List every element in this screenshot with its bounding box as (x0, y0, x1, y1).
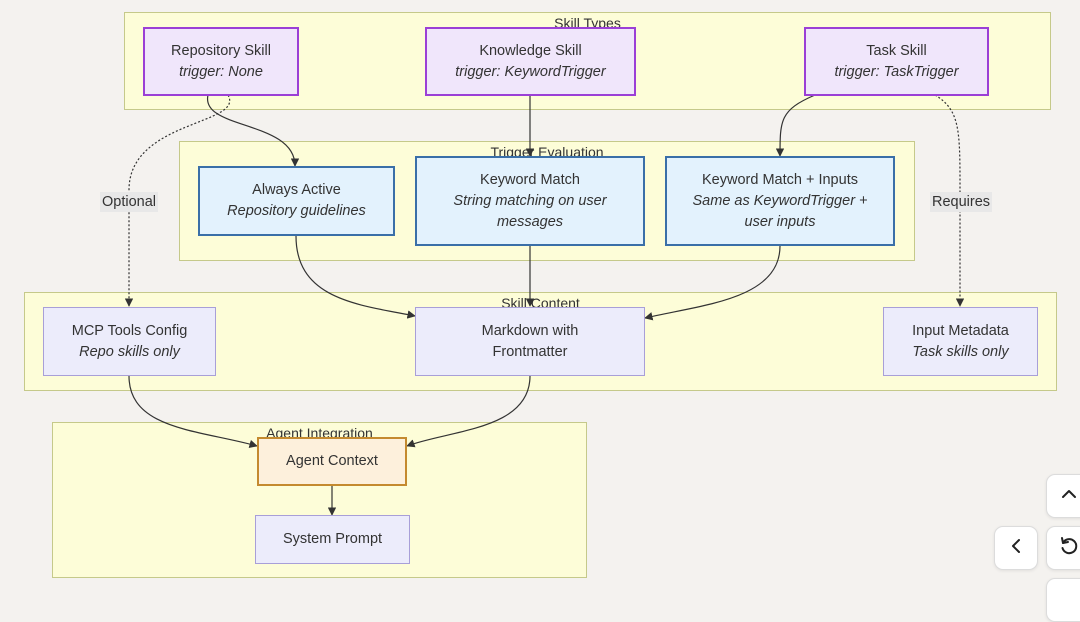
node-input-metadata: Input Metadata Task skills only (883, 307, 1038, 376)
node-always-active: Always Active Repository guidelines (198, 166, 395, 236)
node-title: Agent Context (286, 453, 378, 469)
node-subtitle: Task skills only (912, 343, 1009, 360)
edge-label-requires: Requires (930, 192, 993, 212)
node-subtitle: trigger: KeywordTrigger (455, 63, 606, 80)
scroll-down-button[interactable] (1046, 578, 1080, 622)
node-mcp-tools-config: MCP Tools Config Repo skills only (43, 307, 216, 376)
chevron-up-icon (1059, 484, 1079, 509)
node-repository-skill: Repository Skill trigger: None (143, 27, 299, 96)
node-subtitle: String matching on user messages (453, 192, 607, 230)
node-markdown-frontmatter: Markdown with Frontmatter (415, 307, 645, 376)
reset-view-button[interactable] (1046, 526, 1080, 570)
node-knowledge-skill: Knowledge Skill trigger: KeywordTrigger (425, 27, 636, 96)
reset-icon (1058, 535, 1080, 562)
node-task-skill: Task Skill trigger: TaskTrigger (804, 27, 989, 96)
chevron-left-icon (1006, 536, 1026, 561)
scroll-up-button[interactable] (1046, 474, 1080, 518)
node-keyword-match-inputs: Keyword Match + Inputs Same as KeywordTr… (665, 156, 895, 246)
node-title: Keyword Match + Inputs (702, 171, 858, 188)
node-subtitle: Repo skills only (79, 343, 180, 360)
node-subtitle: trigger: None (179, 63, 263, 80)
node-title: System Prompt (282, 531, 383, 547)
node-keyword-match: Keyword Match String matching on user me… (415, 156, 645, 246)
node-title: Always Active (252, 182, 341, 198)
node-system-prompt: System Prompt (255, 515, 410, 564)
node-title: Markdown with Frontmatter (481, 322, 579, 360)
node-subtitle: trigger: TaskTrigger (834, 63, 959, 80)
node-title: Task Skill (866, 42, 927, 59)
node-title: Repository Skill (171, 42, 271, 59)
node-title: MCP Tools Config (71, 322, 188, 339)
node-subtitle: Repository guidelines (227, 203, 366, 219)
node-agent-context: Agent Context (257, 437, 407, 486)
node-title: Knowledge Skill (479, 42, 582, 59)
back-button[interactable] (994, 526, 1038, 570)
node-subtitle: Same as KeywordTrigger + user inputs (692, 192, 868, 230)
node-title: Input Metadata (912, 322, 1009, 339)
edge-label-optional: Optional (100, 192, 159, 212)
node-title: Keyword Match (480, 171, 580, 188)
